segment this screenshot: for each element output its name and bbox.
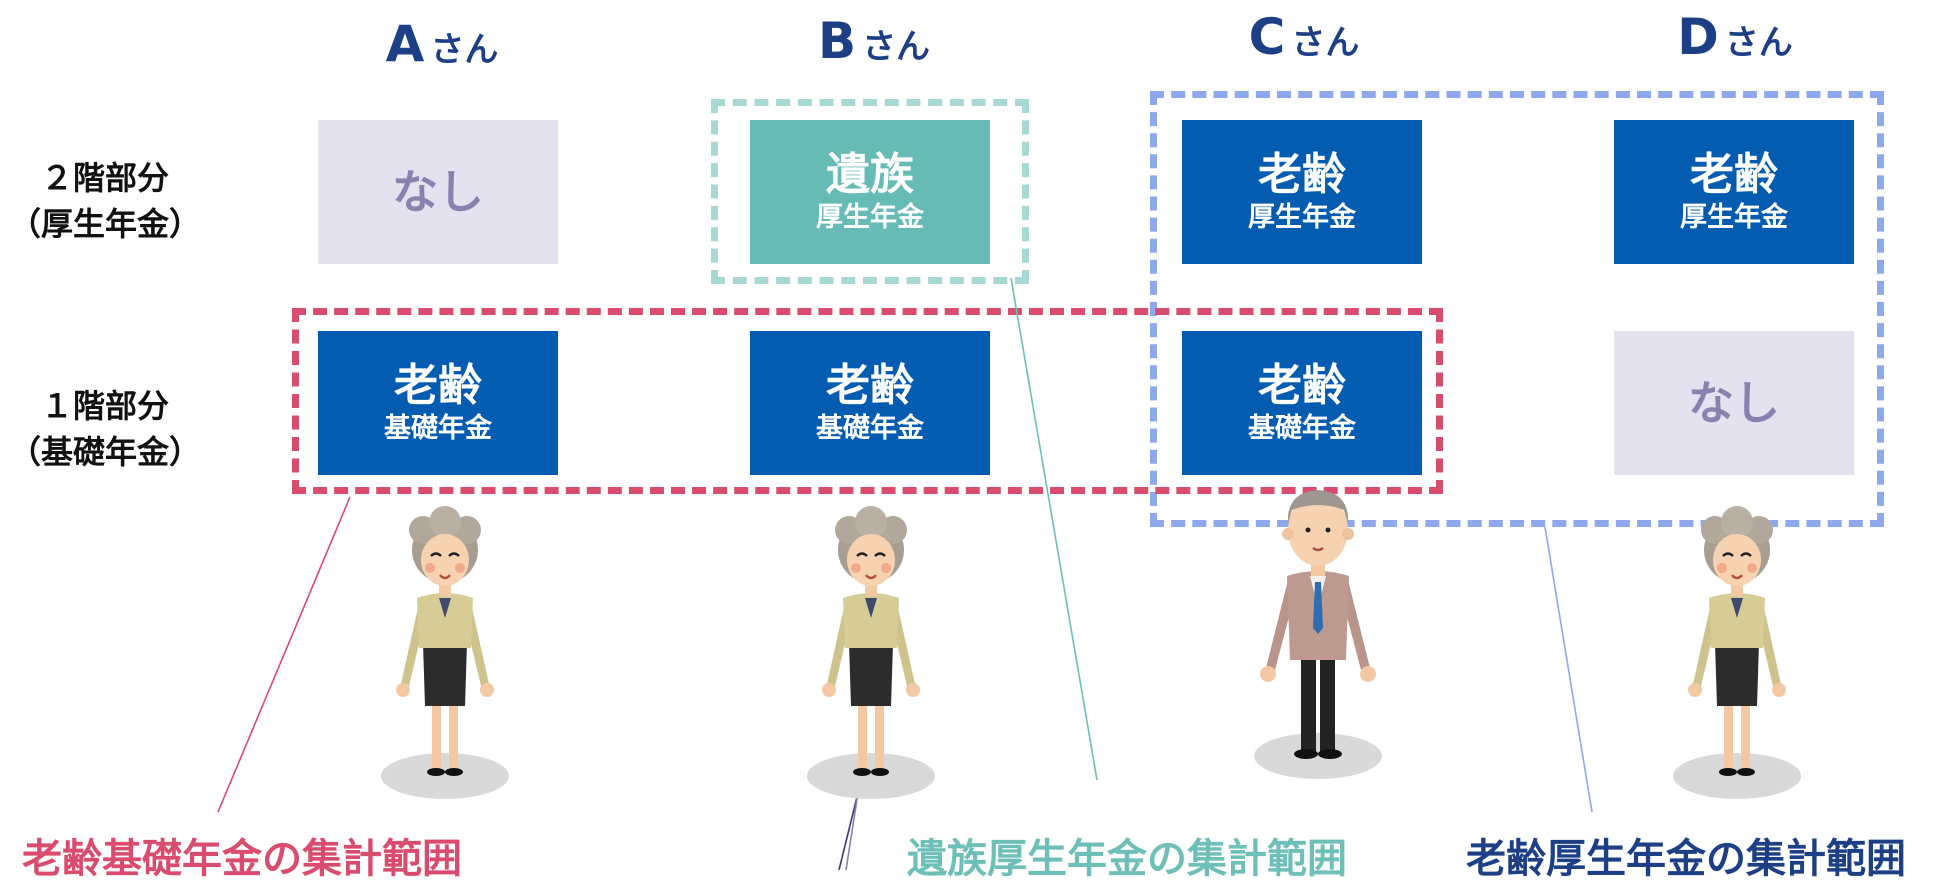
person-c-illustration (1252, 488, 1384, 781)
cell-c-lower: 老齢基礎年金 (1182, 331, 1422, 475)
survivor-range-frame (711, 99, 1029, 284)
caption-basic-pension-range: 老齢基礎年金の集計範囲 (22, 836, 462, 882)
row-label-upper-line1: ２階部分 (40, 159, 169, 197)
row-label-lower: １階部分 （基礎年金） (0, 383, 210, 475)
bottom-leader-line (838, 792, 859, 870)
cell-d-lower: なし (1614, 331, 1854, 475)
basic-range-frame (292, 308, 1443, 494)
cell-b-upper: 遺族厚生年金 (750, 120, 990, 264)
person-d-illustration (1671, 504, 1803, 801)
row-label-lower-line1: １階部分 (40, 387, 169, 425)
caption-survivor-pension-range: 遺族厚生年金の集計範囲 (907, 836, 1347, 882)
row-label-upper: ２階部分 （厚生年金） (0, 155, 210, 247)
person-a-illustration (379, 504, 511, 801)
bottom-leader-line-2 (845, 792, 859, 870)
row-label-upper-line2: （厚生年金） (8, 205, 201, 243)
cell-c-upper: 老齢厚生年金 (1182, 120, 1422, 264)
survivor-leader-line (1010, 277, 1098, 781)
caption-employee-pension-range: 老齢厚生年金の集計範囲 (1466, 836, 1906, 882)
person-b-illustration (805, 504, 937, 801)
cell-b-lower: 老齢基礎年金 (750, 331, 990, 475)
cell-a-upper: なし (318, 120, 558, 264)
basic-leader-line (217, 496, 351, 813)
cell-a-lower: 老齢基礎年金 (318, 331, 558, 475)
cell-d-upper: 老齢厚生年金 (1614, 120, 1854, 264)
row-label-lower-line2: （基礎年金） (8, 433, 201, 471)
employee-leader-line (1544, 526, 1593, 813)
